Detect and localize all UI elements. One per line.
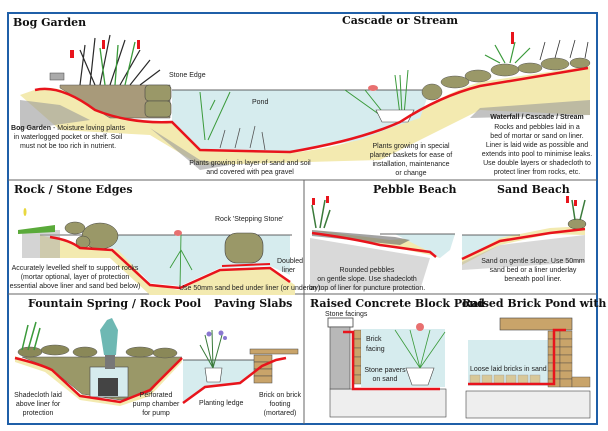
planter [405,367,435,386]
bog-note-line: must not be too rich in nutrient. [19,143,117,150]
basket-note-line: installation, maintenance [372,161,450,168]
brick-pond-title: Raised Brick Pond with Cap [462,297,608,310]
stepping-stone [224,232,264,264]
stone-edge-label: Stone Edge [169,72,206,79]
basket-note-line: Plants growing in special [372,143,450,150]
loose-bricks-label: Loose laid bricks in sand [470,366,547,373]
paving-title: Paving Slabs [214,297,293,310]
gravel-note-line: Plants growing in layer of sand and soil [189,160,311,167]
planting-pot [204,367,223,383]
shelf-note-line: (mortar optional, layer of protection [20,274,130,281]
brick-cap [499,317,573,331]
sand-beach-drawing [461,196,587,270]
pebble-note-line: on top of liner for puncture protection. [308,285,426,292]
cascade-title: Cascade or Stream [342,14,458,27]
basket-note-line: planter baskets for ease of [369,152,453,159]
waterfall-line: extends into pool to minimise leaks. [481,151,593,158]
bog-note-line: - Moisture loving plants [51,125,125,132]
stepping-stone-label: Rock 'Stepping Stone' [215,216,284,223]
gravel-note-line: and covered with pea gravel [206,169,294,176]
fountain-drawing [14,318,183,406]
sand-bed-label: Use 50mm sand bed under liner (or underl… [179,285,321,292]
pond-liner [343,330,440,391]
shelf-note-line: essential above liner and sand bed below… [9,283,141,290]
planting-ledge-label: Planting ledge [199,400,244,407]
pond-liner [49,235,291,290]
outer-frame [7,12,598,425]
pump-note-line: pump chamber [132,401,180,408]
fountain-spray [100,318,118,355]
pond-liner [182,356,287,405]
doubled-liner-label: liner [282,267,296,274]
pebbles [312,230,410,245]
gravel [20,100,590,170]
pebble-note-line: Rounded pebbles [339,267,395,274]
bog-garden-title: Bog Garden [13,16,87,29]
brick-facing-label: facing [366,346,385,353]
bog-plants [79,34,161,86]
sand-beach-title: Sand Beach [497,183,570,196]
bog-note-line: in waterlogged pocket or shelf. Soil [13,134,123,141]
brick-footing-line: footing [269,401,291,408]
stone-edge [144,84,172,102]
sand-note-line: beneath pool liner. [504,276,562,283]
waterfall-line: protect liner from rocks, etc. [493,169,581,176]
sand-note-line: Sand on gentle slope. Use 50mm [481,258,585,265]
concrete-pond-drawing [327,317,447,418]
brick-footing-line: (mortared) [263,410,297,417]
pond-liner [14,356,183,404]
brick-pond-drawing [465,317,591,419]
shelf-note-line: Accurately levelled shelf to support roc… [11,265,139,272]
paving-drawing [182,329,299,405]
pump-note-line: for pump [142,410,170,417]
pond-liner [468,328,566,386]
pond-plants [199,69,409,141]
pond-water [172,90,430,152]
waterfall-line: bed of mortar or sand on liner. [490,133,584,140]
pond-liner [311,231,437,258]
bog-cascade-drawing [20,32,591,170]
sand-note-line: sand bed or a liner underlay [489,267,577,274]
pebble-beach-drawing [310,196,455,290]
waterfall-line: Use double layers or shadecloth to [483,160,591,167]
shadecloth-note-line: Shadecloth laid [14,392,62,399]
pond-label: Pond [252,99,269,106]
waterfall-title: Waterfall / Cascade / Stream [490,114,584,121]
brick-facing-label: Brick [366,336,382,343]
pond-liner [461,227,586,261]
pavers-label: on sand [372,376,398,383]
concrete-footing [329,388,447,418]
pond-liner [34,66,589,154]
stone-facings-label: Stone facings [325,311,368,318]
concrete-block-wall [329,326,351,390]
bog-garden-note: Bog Garden - Moisture loving plants [11,125,125,134]
basket-note-line: or change [395,170,427,177]
rock-edges-drawing [18,208,295,295]
sand-bed [20,66,590,165]
pump-note-line: Perforated [139,392,173,399]
concrete-pond-title: Raised Concrete Block Pond [310,297,485,310]
waterfall-line: Liner is laid wide as possible and [485,142,589,149]
waterfall-line: Rocks and pebbles laid in a [494,124,580,131]
doubled-liner-label: Doubled [277,258,304,265]
paving-slab [249,348,299,355]
bog-note-bold: Bog Garden [11,125,52,132]
pavers-label: Stone pavers [364,367,406,374]
brick-footing-line: Brick on brick [258,392,302,399]
rock-edges-title: Rock / Stone Edges [14,183,133,196]
red-flowers [70,32,514,58]
fountain-title: Fountain Spring / Rock Pool [28,297,202,310]
shadecloth-note-line: protection [22,410,54,417]
concrete-footing [465,390,591,419]
pump [98,378,118,396]
pebble-note-line: on gentle slope. Use shadecloth [317,276,417,283]
shadecloth-note-line: above liner for [15,401,61,408]
pebble-beach-title: Pebble Beach [373,183,457,196]
cascade-rocks [421,57,591,101]
